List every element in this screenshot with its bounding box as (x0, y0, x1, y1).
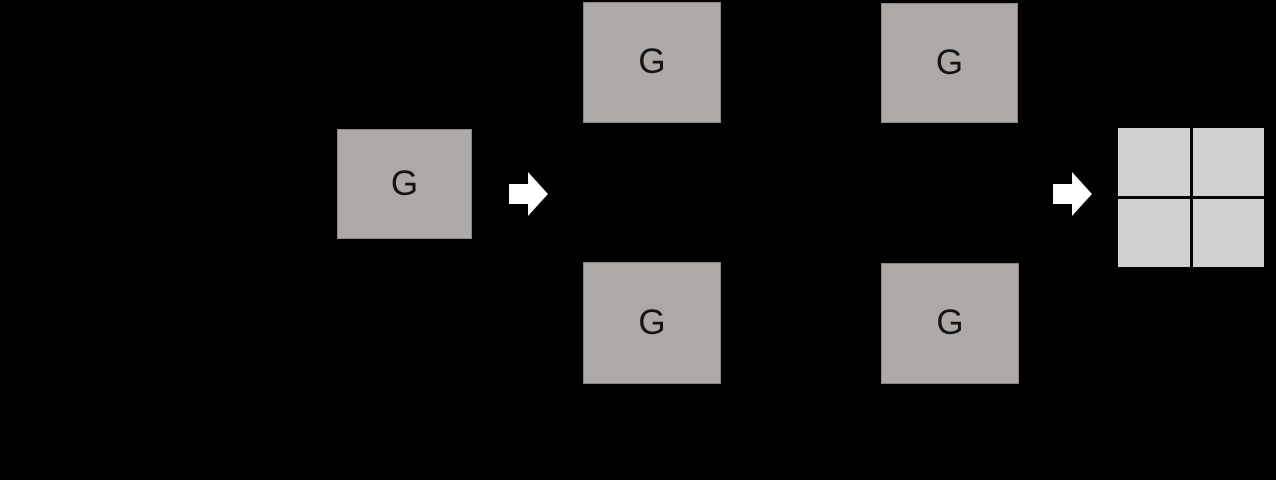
arrow-right-icon (509, 172, 548, 216)
generator-box-stage3-bottom: G (881, 263, 1019, 384)
generator-box-stage3-top: G (881, 3, 1018, 123)
arrow-right-icon (1053, 172, 1092, 216)
output-grid-cell (1118, 199, 1190, 267)
output-grid-cell (1192, 128, 1264, 196)
generator-label: G (935, 42, 964, 82)
generator-box-stage1: G (337, 129, 472, 239)
generator-box-stage2-bottom: G (583, 262, 721, 384)
output-grid-cell (1192, 199, 1264, 267)
generator-label: G (390, 163, 419, 203)
output-grid-cell (1118, 128, 1190, 196)
generator-label: G (638, 302, 666, 342)
generator-label: G (936, 303, 964, 342)
generator-box-stage2-top: G (583, 2, 721, 123)
output-grid (1118, 128, 1264, 267)
generator-label: G (638, 42, 666, 81)
